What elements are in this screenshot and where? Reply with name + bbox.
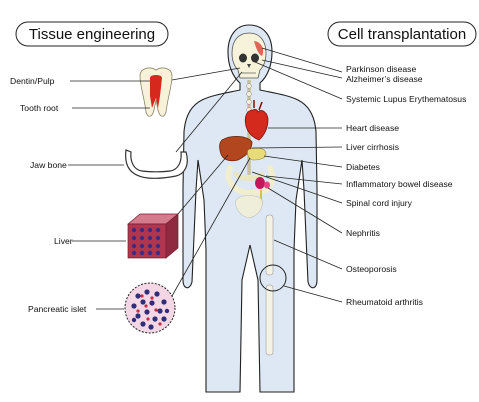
knee-joint-circle — [259, 264, 287, 292]
leg-bone-icon — [265, 214, 274, 356]
kidney-icon — [255, 177, 270, 205]
label-liver-cirrhosis: Liver cirrhosis — [346, 142, 399, 152]
liver-organ-icon — [219, 136, 253, 162]
label-tooth-root: Tooth root — [20, 103, 59, 113]
label-liver: Liver — [54, 236, 73, 246]
label-dentin-pulp: Dentin/Pulp — [10, 76, 55, 86]
label-spinal-cord-injury: Spinal cord injury — [346, 198, 413, 208]
connector-rheumatoid-arthritis — [283, 285, 343, 303]
connector-islet-to-body — [171, 157, 251, 297]
label-rheumatoid-arthritis: Rheumatoid arthritis — [346, 297, 423, 307]
heart-icon — [244, 100, 269, 141]
label-alzheimer: Alzheimer’s disease — [346, 74, 423, 84]
connector-lupus — [254, 61, 343, 100]
header-right-text: Cell transplantation — [338, 26, 466, 43]
label-osteoporosis: Osteoporosis — [346, 264, 397, 274]
connector-osteoporosis — [273, 239, 343, 270]
header-tissue-engineering: Tissue engineering — [15, 21, 169, 47]
pancreatic-islet-icon — [124, 282, 176, 334]
connector-parkinson — [261, 47, 343, 73]
intestine-icon — [225, 165, 276, 196]
label-jaw-bone: Jaw bone — [30, 160, 67, 170]
label-nephritis: Nephritis — [346, 228, 380, 238]
skull-icon — [231, 32, 267, 79]
connector-nephritis — [267, 187, 343, 234]
connector-ibd — [265, 175, 343, 185]
connector-spinal-cord-injury — [251, 171, 343, 204]
connector-alzheimer — [261, 59, 343, 79]
label-heart-disease: Heart disease — [346, 123, 399, 133]
jaw-bone-icon — [125, 149, 188, 179]
header-left-text: Tissue engineering — [29, 26, 155, 43]
connector-tooth-to-body — [171, 67, 241, 81]
label-pancreatic-islet: Pancreatic islet — [28, 304, 87, 314]
label-ibd: Inflammatory bowel disease — [346, 179, 453, 189]
label-diabetes: Diabetes — [346, 162, 380, 172]
connector-diabetes — [263, 155, 343, 168]
tooth-icon — [139, 67, 173, 117]
liver-cube-icon — [127, 213, 179, 259]
header-cell-transplantation: Cell transplantation — [327, 21, 477, 47]
label-lupus: Systemic Lupus Erythematosus — [346, 94, 466, 104]
pelvis-icon — [235, 195, 263, 219]
connector-liver-cirrhosis — [251, 146, 343, 149]
connector-jaw-to-body — [175, 71, 243, 153]
connector-liver-to-body — [177, 154, 229, 215]
label-parkinson: Parkinson disease — [346, 64, 416, 74]
